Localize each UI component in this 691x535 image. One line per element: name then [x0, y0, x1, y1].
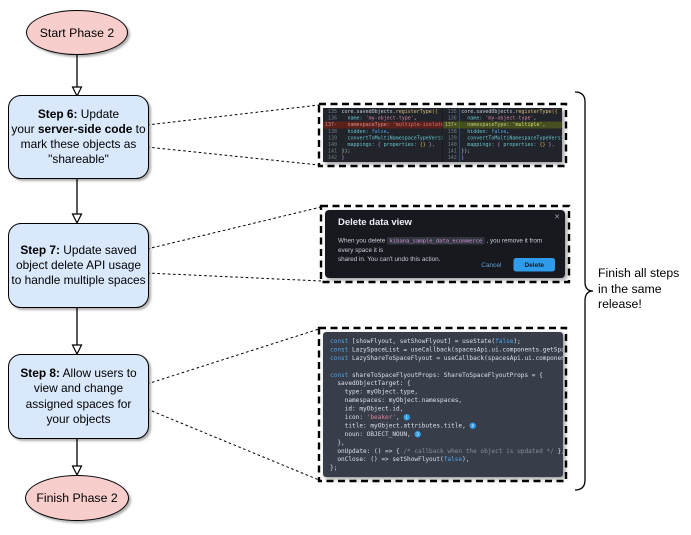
- arrowhead-icon: [71, 344, 83, 356]
- curly-brace: [574, 91, 594, 491]
- close-icon[interactable]: ✕: [554, 212, 560, 221]
- screenshot-frame-1: [317, 102, 568, 168]
- modal-footer: Cancel Delete: [481, 258, 555, 272]
- start-node: Start Phase 2: [26, 10, 128, 55]
- arrowhead-icon: [71, 465, 83, 477]
- screenshot-frame-3: [317, 326, 568, 483]
- code-block: const [showFlyout, setShowFlyout] = useS…: [330, 337, 563, 472]
- callout-line: [146, 104, 320, 126]
- finish-label: Finish Phase 2: [36, 491, 118, 505]
- callout-line: [146, 146, 320, 166]
- cancel-button[interactable]: Cancel: [481, 261, 502, 269]
- delete-button[interactable]: Delete: [513, 258, 555, 272]
- finish-node: Finish Phase 2: [25, 475, 129, 521]
- modal-title: Delete data view: [338, 217, 412, 228]
- callout-line: [146, 206, 322, 250]
- modal-body: When you delete kibana_sample_data_ecomm…: [338, 237, 543, 263]
- arrowhead-icon: [71, 213, 83, 225]
- callout-line: [146, 408, 320, 481]
- arrowhead-icon: [71, 86, 83, 98]
- screenshot-frame-2: [319, 204, 571, 284]
- callout-line: [146, 272, 322, 282]
- delete-modal: Delete data view ✕ When you delete kiban…: [325, 210, 565, 278]
- delete-modal-screenshot: Delete data view ✕ When you delete kiban…: [325, 210, 565, 278]
- release-note-text: Finish all steps in the same release!: [598, 266, 680, 311]
- callout-line: [146, 328, 320, 385]
- flyout-code-screenshot: const [showFlyout, setShowFlyout] = useS…: [323, 332, 563, 477]
- start-label: Start Phase 2: [39, 25, 115, 40]
